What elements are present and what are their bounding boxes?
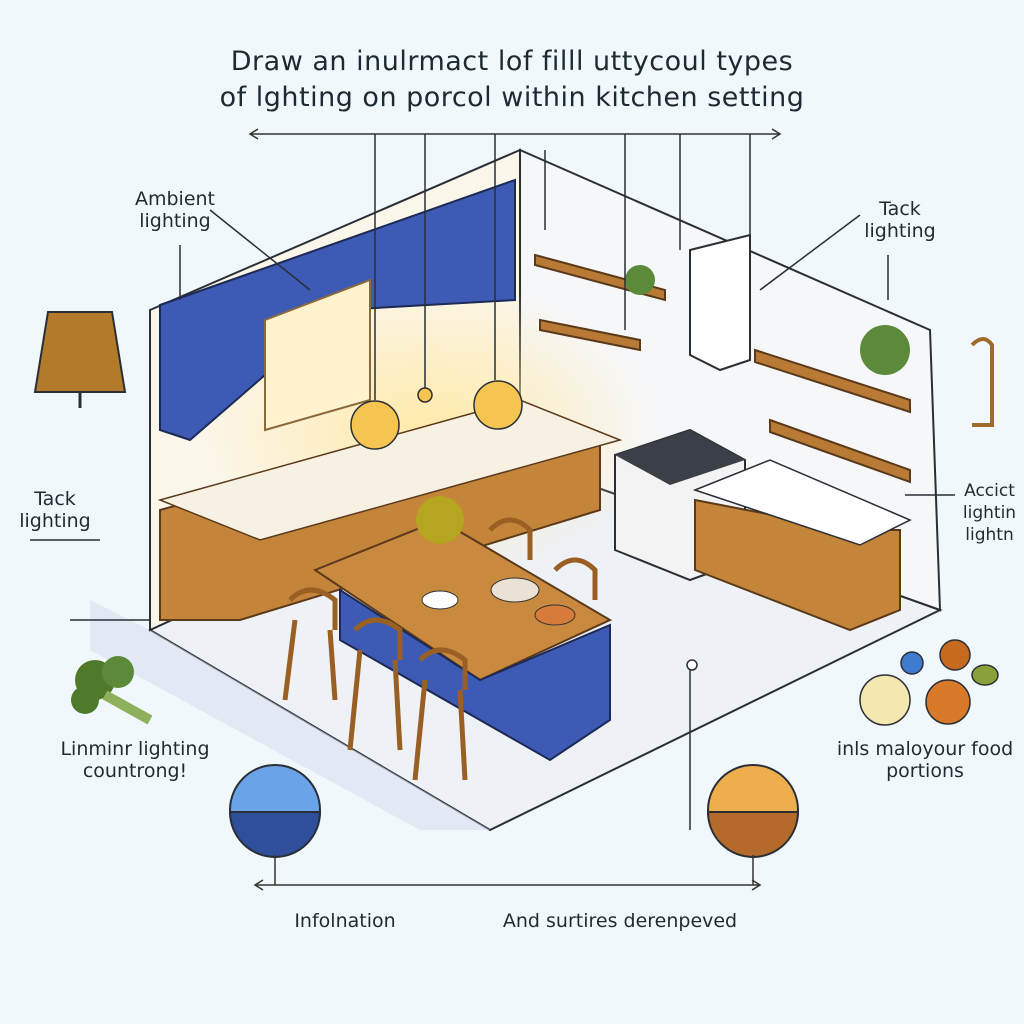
centerpiece-plant bbox=[416, 496, 464, 544]
dimension-line-bottom bbox=[253, 855, 762, 891]
label-linear-lighting: Linminr lighting countrong! bbox=[60, 738, 210, 782]
label-tack-lighting-left: Tack lighting bbox=[19, 488, 91, 532]
label-tack-lighting-right: Tack lighting bbox=[864, 198, 936, 242]
label-surfaces: And surtires derenpeved bbox=[502, 910, 738, 932]
blue-swatch-icon bbox=[228, 764, 322, 858]
pendant-lights bbox=[350, 134, 751, 450]
lamp-icon bbox=[33, 311, 127, 408]
range-hood bbox=[689, 233, 751, 372]
title-line-2: of lghting on porcol within kitchen sett… bbox=[219, 82, 805, 113]
bar-stools bbox=[282, 517, 598, 781]
leader-lines bbox=[30, 209, 955, 830]
page-title: Draw an inulrmact lof filll uttycoul typ… bbox=[0, 44, 1024, 116]
island-base bbox=[339, 588, 611, 762]
wall-shelves bbox=[534, 253, 911, 484]
label-accent-lighting: Accict lightin lightn bbox=[962, 481, 1017, 545]
label-food-portions: inls maloyour food portions bbox=[836, 738, 1014, 782]
label-information: Infolnation bbox=[294, 910, 396, 932]
dimension-line-top bbox=[248, 128, 782, 140]
window bbox=[264, 278, 371, 432]
citrus-icon bbox=[859, 639, 999, 726]
orange-swatch-icon bbox=[706, 764, 800, 858]
title-line-1: Draw an inulrmact lof filll uttycoul typ… bbox=[230, 46, 794, 77]
broccoli-icon bbox=[71, 656, 153, 725]
plant bbox=[860, 325, 910, 375]
wall-sconce-icon bbox=[970, 337, 994, 427]
label-ambient-lighting: Ambient lighting bbox=[134, 188, 216, 232]
island-top bbox=[312, 518, 613, 682]
countertop bbox=[157, 399, 623, 541]
